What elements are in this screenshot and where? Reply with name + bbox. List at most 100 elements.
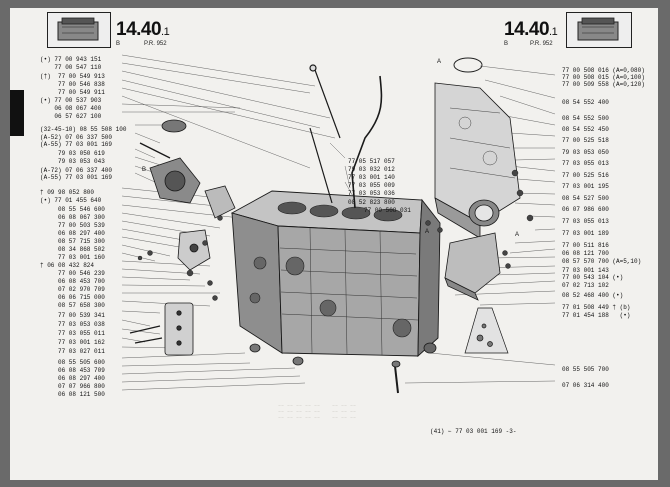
- part-number-label: 77 00 509 558 (A=0,120): [562, 81, 645, 88]
- o-ring: [453, 57, 483, 73]
- footer-part-number: 77 03 001 169 -3-: [455, 428, 517, 435]
- parts-bag: [464, 307, 509, 354]
- part-number-label: 77 00 546 239: [40, 270, 105, 277]
- upper-cover-assembly: [434, 82, 521, 239]
- part-number-label: 08 54 552 400: [562, 99, 609, 106]
- part-number-label: 07 02 970 709: [40, 286, 105, 293]
- part-number-label: 77 03 055 013: [562, 218, 609, 225]
- part-number-label: 77 00 525 518: [562, 137, 609, 144]
- part-number-label: 77 00 525 516: [562, 172, 609, 179]
- part-number-label: 77 00 543 104 (•): [562, 274, 624, 281]
- part-number-label: 06 08 297 400: [40, 230, 105, 237]
- part-number-label: 79 03 050 619: [40, 150, 105, 157]
- part-number-label: 77 05 517 057: [348, 158, 395, 165]
- header-thumbnail-left: [47, 12, 111, 48]
- part-number-label: 08 54 552 450: [562, 126, 609, 133]
- part-number-label: 77 00 549 911: [40, 89, 105, 96]
- bleed-through-text: ‒‒ ‒‒ ‒‒ ‒‒ ‒‒ ‒‒ ‒‒ ‒‒ ‒‒ ‒‒ ‒‒ ‒‒ ‒‒ ‒…: [278, 403, 357, 421]
- part-number-label: (†) 77 00 549 913: [40, 73, 105, 80]
- part-number-label: 08 55 505 600: [40, 359, 105, 366]
- part-number-label: 77 00 508 031: [364, 207, 411, 214]
- exploded-view-drawing: A A A B: [121, 54, 556, 394]
- part-number-label: 06 08 453 709: [40, 367, 105, 374]
- part-number-label: 07 02 713 102: [562, 282, 609, 289]
- dipstick: [309, 64, 383, 209]
- part-number-label: 08 52 823 800: [348, 199, 395, 206]
- part-number-label: 77 01 508 449 † (b): [562, 304, 631, 311]
- part-number-label: 07 06 314 400: [562, 382, 609, 389]
- part-number-label: 77 03 001 195: [562, 183, 609, 190]
- engine-thumbnail-icon: [57, 17, 99, 41]
- part-number-label: 06 08 297 400: [40, 375, 105, 382]
- part-number-label: 77 03 001 160: [40, 254, 105, 261]
- svg-text:B: B: [142, 167, 146, 173]
- reference-left: P.R. 952: [144, 41, 167, 47]
- part-number-label: 08 57 658 300: [40, 302, 105, 309]
- engine-thumbnail-icon: [577, 17, 619, 41]
- page-number-left: 14.40.1: [116, 19, 170, 40]
- part-number-label: 77 01 454 188 (•): [562, 312, 631, 319]
- part-number-label: 77 03 001 189: [562, 230, 609, 237]
- part-number-label: † 06 08 432 824: [40, 262, 95, 269]
- footer-reference-icon: ➳: [448, 428, 452, 435]
- part-number-label: 06 57 627 100: [40, 113, 102, 120]
- part-number-label: 79 03 053 050: [562, 149, 609, 156]
- part-number-label: 08 52 468 400 (•): [562, 292, 624, 299]
- section-letter-left: B: [116, 41, 121, 47]
- footer-group: (41): [430, 428, 445, 435]
- part-number-label: 08 57 570 700 (A=5,10): [562, 258, 642, 265]
- part-number-label: 06 06 715 000: [40, 294, 105, 301]
- part-number-label: 77 03 055 011: [40, 330, 105, 337]
- catalog-page: 14.40.1 B P.R. 952 14.40.1 B P.R. 952 ‒‒…: [10, 8, 658, 480]
- left-bracket: [177, 229, 211, 271]
- part-number-label: 08 34 868 502: [40, 246, 105, 253]
- part-number-label: 77 03 055 013: [562, 160, 609, 167]
- side-cover-plate: [129, 302, 194, 356]
- part-number-label: 77 03 053 036: [348, 190, 395, 197]
- section-letter-right: B: [504, 41, 509, 47]
- footer-reference: (41) ➳ 77 03 001 169 -3-: [430, 428, 516, 435]
- part-number-label: 77 00 511 816: [562, 242, 609, 249]
- engine-block: [230, 190, 441, 358]
- svg-text:A: A: [425, 229, 429, 235]
- part-number-label: (A-55) 77 03 001 169: [40, 174, 113, 181]
- part-number-label: 06 08 121 700: [562, 250, 609, 257]
- part-number-label: (•) 77 00 943 151: [40, 56, 102, 63]
- reference-right: P.R. 952: [530, 41, 553, 47]
- page-number-right: 14.40.1: [504, 19, 558, 40]
- part-number-label: 06 08 453 700: [40, 278, 105, 285]
- part-number-label: 08 54 527 500: [562, 195, 609, 202]
- part-number-label: 08 54 552 500: [562, 115, 609, 122]
- thermostat-housing: [139, 119, 236, 219]
- part-number-label: 77 00 547 110: [40, 64, 102, 71]
- part-number-label: 77 00 546 838: [40, 81, 105, 88]
- part-number-label: 77 03 001 143: [562, 267, 609, 274]
- part-number-label: 77 03 001 162: [40, 339, 105, 346]
- part-number-label: 08 55 546 600: [40, 206, 105, 213]
- part-number-label: 77 00 508 016 (A=0,080): [562, 67, 645, 74]
- part-number-label: 77 00 539 341: [40, 312, 105, 319]
- part-number-label: (•) 77 00 537 903: [40, 97, 102, 104]
- part-number-label: 79 03 053 043: [40, 158, 105, 165]
- part-number-label: 77 00 508 015 (A=0,100): [562, 74, 645, 81]
- part-number-label: 79 03 032 012: [348, 166, 395, 173]
- part-number-label: (•) 77 01 455 640: [40, 197, 102, 204]
- part-number-label: 06 07 986 600: [562, 206, 609, 213]
- svg-text:A: A: [515, 232, 519, 238]
- part-number-label: 77 03 053 038: [40, 321, 105, 328]
- part-number-label: (A-55) 77 03 001 169: [40, 141, 113, 148]
- part-number-label: 08 57 715 300: [40, 238, 105, 245]
- part-number-label: 07 07 966 800: [40, 383, 105, 390]
- mount-bracket: [444, 232, 501, 301]
- drain-plugs: [249, 342, 437, 394]
- fasteners: [137, 169, 534, 301]
- part-number-label: 06 08 067 300: [40, 214, 105, 221]
- section-tab: [10, 90, 24, 136]
- part-number-label: (A-72) 07 06 337 400: [40, 167, 113, 174]
- part-number-label: † 09 98 052 800: [40, 189, 95, 196]
- part-number-label: (A-52) 07 06 337 500: [40, 134, 113, 141]
- part-number-label: 77 03 027 011: [40, 348, 105, 355]
- part-number-label: 08 55 505 700: [562, 366, 609, 373]
- part-number-label: (32-45-10) 08 55 508 100: [40, 126, 127, 133]
- header-thumbnail-right: [566, 12, 632, 48]
